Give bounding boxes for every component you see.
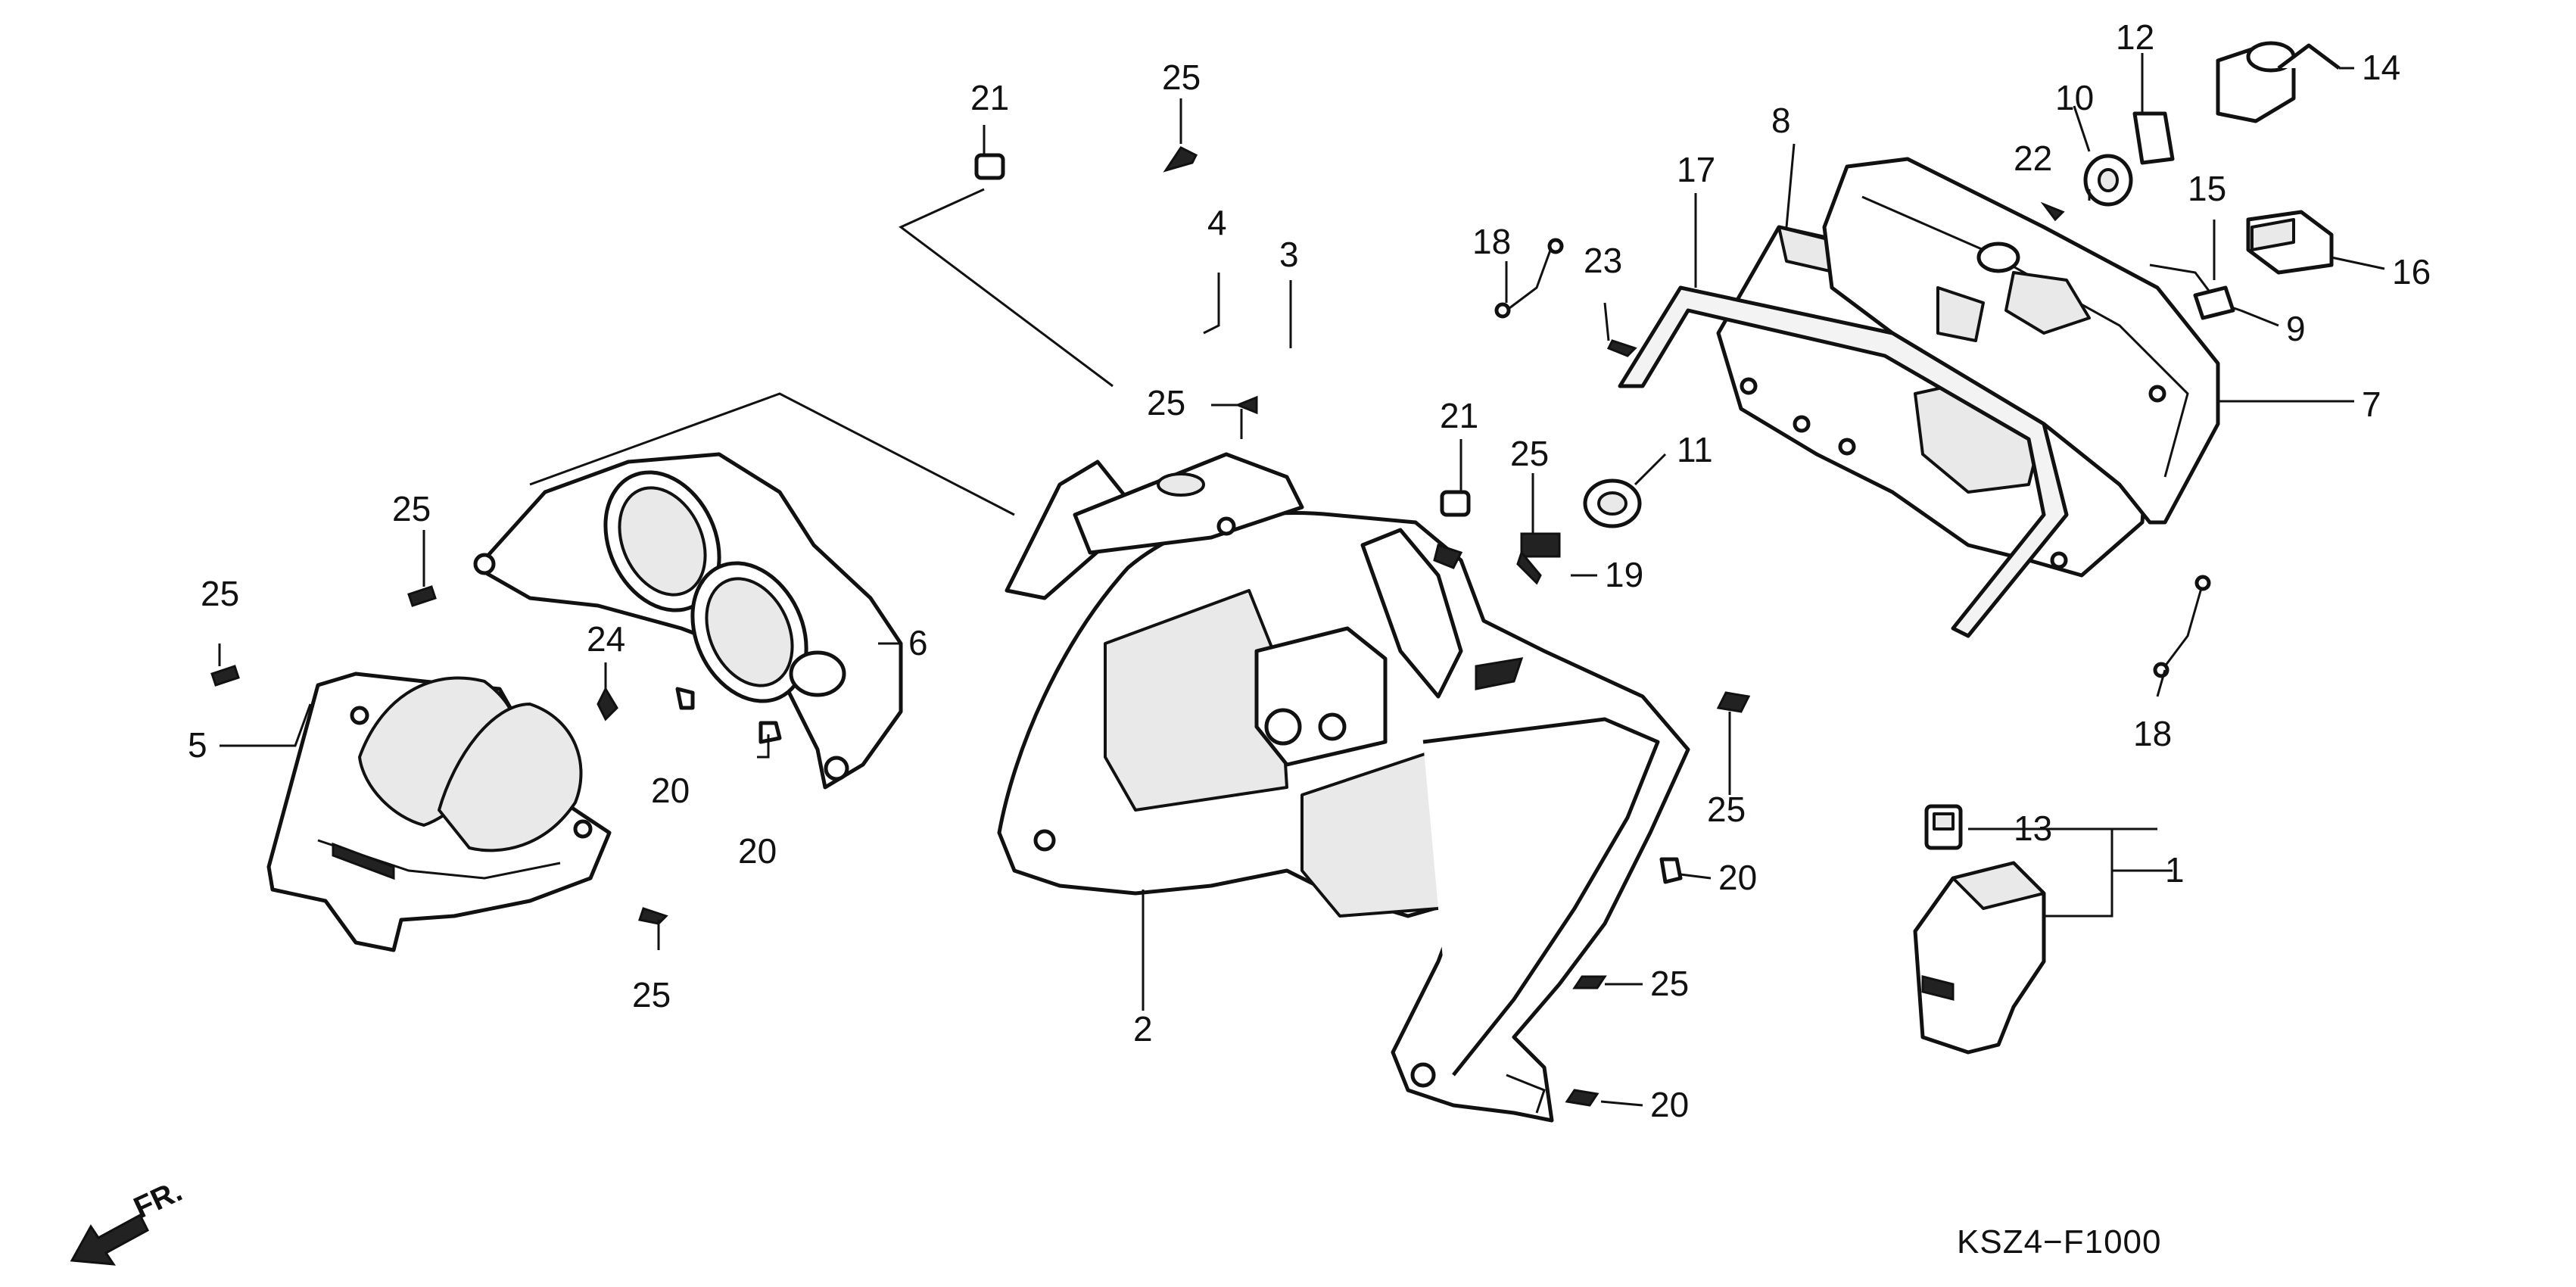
callout-25-right: 25: [1707, 790, 1746, 829]
callout-5: 5: [188, 725, 207, 765]
callout-17: 17: [1677, 150, 1715, 189]
front-cover-part-5: [266, 672, 612, 952]
callout-3: 3: [1279, 235, 1299, 274]
callout-7: 7: [2362, 385, 2381, 424]
callout-25-left: 25: [201, 574, 239, 613]
callout-13: 13: [2014, 809, 2052, 848]
callout-16: 16: [2392, 252, 2431, 291]
callout-25-lower-right: 25: [1650, 964, 1689, 1003]
seal-part-17: [1618, 285, 2069, 638]
callout-4: 4: [1207, 203, 1227, 242]
callout-22: 22: [2014, 139, 2052, 178]
callout-20-lower-right: 20: [1650, 1085, 1689, 1124]
callout-25-housing: 25: [392, 489, 431, 528]
callout-9: 9: [2286, 309, 2306, 348]
callout-21-top: 21: [970, 78, 1009, 117]
callout-11: 11: [1677, 430, 1713, 469]
switch-block-part-1: [1913, 804, 2046, 1055]
callout-21-center: 21: [1440, 396, 1478, 435]
fasteners: [210, 146, 2211, 1107]
trunk-lid-part-7: [1822, 157, 2220, 525]
callout-1: 1: [2165, 850, 2185, 890]
callout-20-right: 20: [1718, 858, 1757, 897]
callout-2: 2: [1133, 1009, 1153, 1049]
callout-8: 8: [1771, 101, 1791, 140]
callout-25-right-top: 25: [1510, 434, 1549, 473]
lock-parts: [2132, 41, 2341, 320]
callout-25-center: 25: [1147, 383, 1185, 422]
callout-25-bottom: 25: [632, 975, 671, 1014]
callout-14: 14: [2362, 48, 2400, 87]
callout-15: 15: [2188, 169, 2226, 208]
inner-cover-part-2: [997, 452, 1690, 1123]
rubber-parts: [974, 153, 2133, 528]
callout-6: 6: [908, 623, 928, 662]
callout-20-mid: 20: [738, 831, 777, 871]
callout-10: 10: [2055, 78, 2094, 117]
callout-18-top: 18: [1472, 222, 1511, 261]
drawing-code: KSZ4−F1000: [1957, 1223, 2162, 1261]
callout-24: 24: [587, 619, 625, 659]
callouts: 21 25 4 3 25 25 25 5 6 24 20 20 25 2 18 …: [188, 17, 2431, 1124]
callout-20-left: 20: [651, 771, 690, 810]
callout-23: 23: [1584, 241, 1622, 280]
leader-lines: [218, 53, 2385, 1107]
callout-12: 12: [2116, 17, 2154, 57]
callout-25-top: 25: [1162, 58, 1201, 97]
callout-18-bottom: 18: [2133, 714, 2172, 753]
front-direction-arrow: FR.: [70, 1174, 187, 1266]
callout-19: 19: [1605, 555, 1643, 594]
meter-housing-part-6: [473, 452, 903, 790]
